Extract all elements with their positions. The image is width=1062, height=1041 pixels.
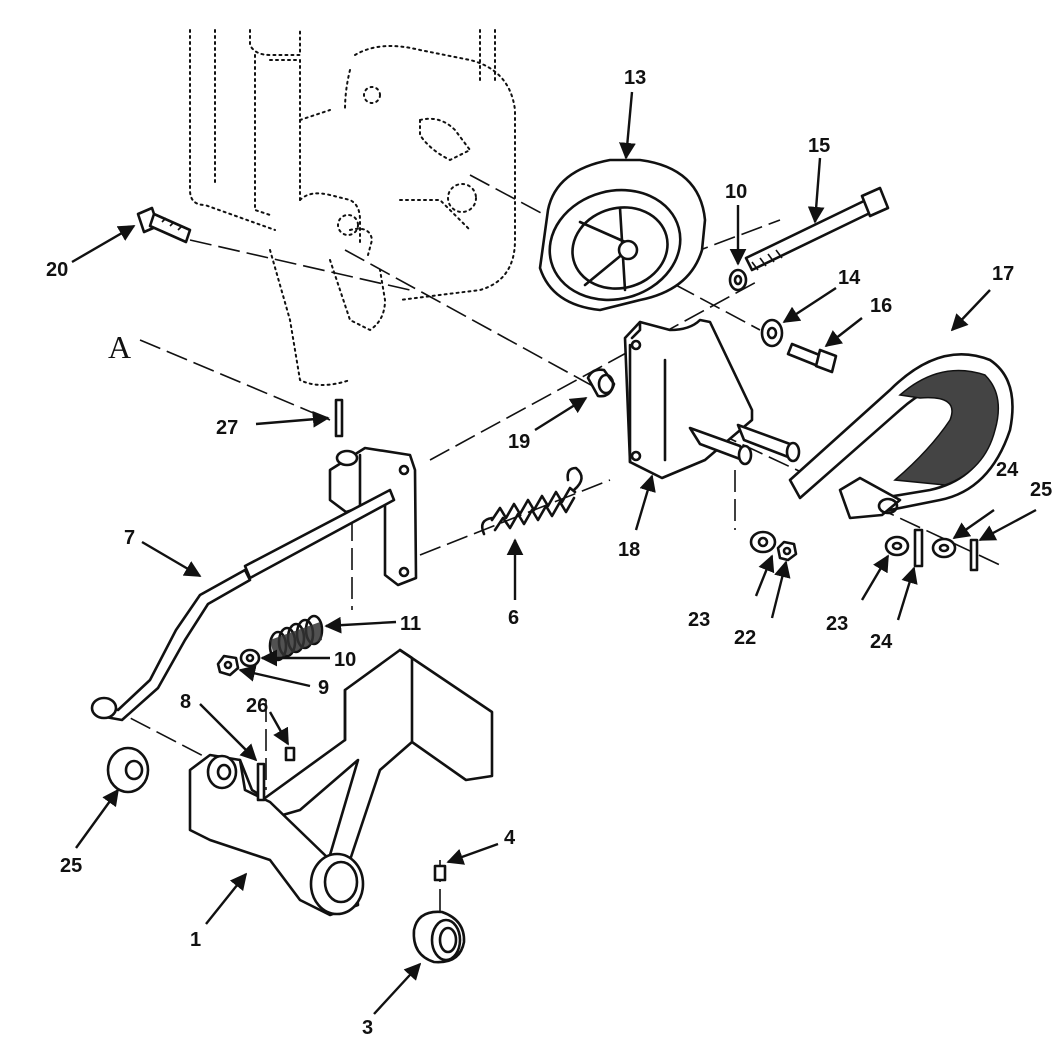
part-14-washer xyxy=(760,318,784,348)
part-20-bolt xyxy=(136,206,192,244)
bracket-pins xyxy=(688,423,801,466)
part-16-bolt xyxy=(786,342,838,374)
callout-15: 15 xyxy=(808,135,830,157)
callout-24-left: 24 xyxy=(870,631,893,653)
callout-4: 4 xyxy=(504,827,516,849)
part-22-washer xyxy=(749,530,777,554)
part-27-cotter-pin xyxy=(334,398,344,438)
part-6-extension-spring xyxy=(480,466,583,536)
callout-25: 25 xyxy=(60,855,82,877)
callout-16: 16 xyxy=(870,295,892,317)
callout-1: 1 xyxy=(190,929,201,951)
part-10-washer-top xyxy=(728,268,748,292)
part-1-brake-pedal xyxy=(188,648,494,917)
callout-23-left: 23 xyxy=(826,613,848,635)
part-26-grease-fitting xyxy=(284,746,296,762)
callout-13: 13 xyxy=(624,67,646,89)
callout-27: 27 xyxy=(216,417,238,439)
view-letter-a: A xyxy=(108,329,131,365)
callout-11: 11 xyxy=(400,613,421,635)
part-4-set-screw xyxy=(433,864,447,882)
part-19-bushing xyxy=(586,368,616,398)
part-3-collar xyxy=(412,910,466,964)
callout-24-right: 25 xyxy=(1030,479,1052,501)
part-24-cotter-pin-left xyxy=(913,528,924,568)
part-9-nut xyxy=(216,654,240,677)
part-23-washer-right xyxy=(931,537,957,559)
part-25-washer xyxy=(106,746,150,794)
part-8-cotter-pin xyxy=(256,762,266,802)
callout-20: 20 xyxy=(46,259,68,281)
callout-7: 7 xyxy=(124,527,135,549)
part-13-pulley xyxy=(538,158,707,312)
part-21-nut xyxy=(776,540,798,562)
part-7-brake-rod xyxy=(90,488,396,722)
part-11-compression-spring xyxy=(268,614,324,662)
leader-arrows xyxy=(71,91,1037,1015)
callout-14: 14 xyxy=(838,267,861,289)
part-10-washer-lower xyxy=(239,648,261,668)
part-15-long-bolt xyxy=(744,186,890,272)
callout-10-lower: 10 xyxy=(334,649,356,671)
callout-3: 3 xyxy=(362,1017,373,1039)
callout-9: 9 xyxy=(318,677,329,699)
callout-17: 17 xyxy=(992,263,1014,285)
callout-10-top: 10 xyxy=(725,181,747,203)
callout-23-right: 24 xyxy=(996,459,1019,481)
engine-housing-phantom xyxy=(189,29,516,386)
callout-21: 22 xyxy=(734,627,756,649)
callout-6: 6 xyxy=(508,607,519,629)
callout-8: 8 xyxy=(180,691,191,713)
callout-22: 23 xyxy=(688,609,710,631)
callout-26: 26 xyxy=(246,695,268,717)
callout-19: 19 xyxy=(508,431,530,453)
callout-18: 18 xyxy=(618,539,640,561)
callout-labels: A 13 15 10 17 14 16 20 27 19 18 6 7 11 1… xyxy=(46,67,1052,1039)
part-23-washer-left xyxy=(884,535,910,557)
part-17-brake-band xyxy=(788,352,1014,520)
brake-lever-bracket xyxy=(328,446,418,587)
part-24-cotter-pin-right xyxy=(969,538,979,572)
